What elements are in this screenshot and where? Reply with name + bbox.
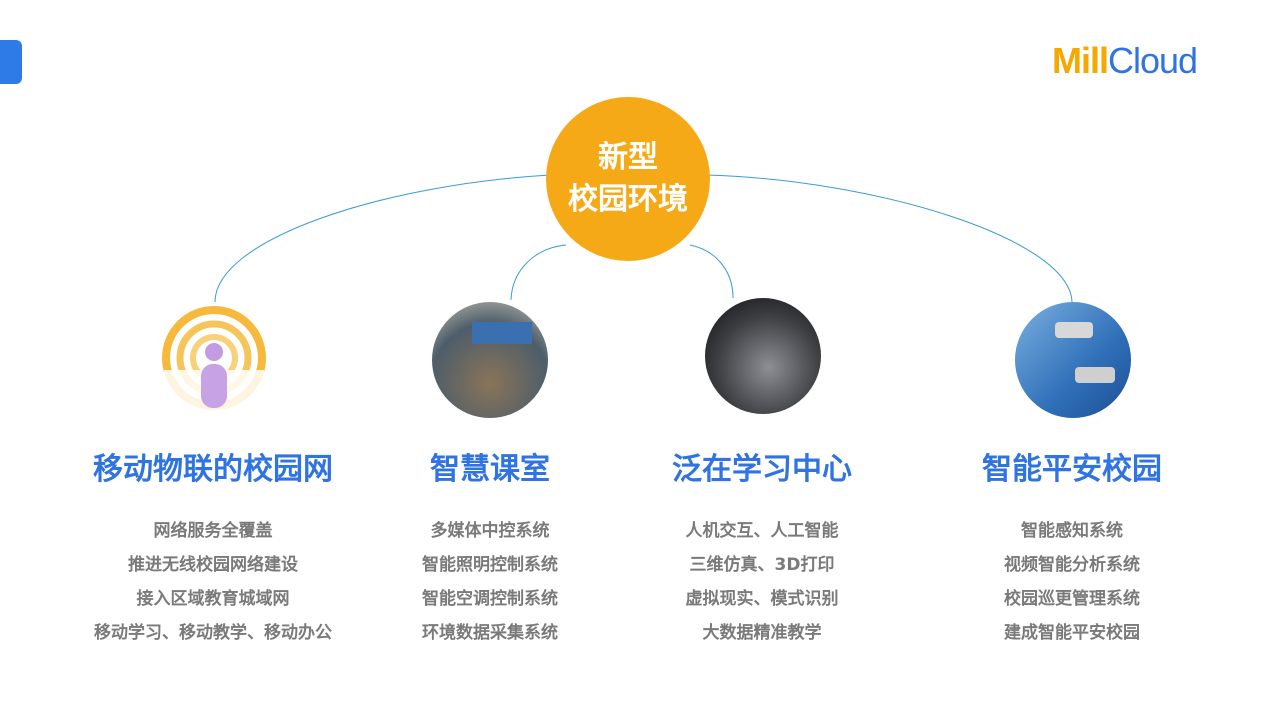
learning-center-photo bbox=[705, 298, 821, 414]
hub-circle: 新型 校园环境 bbox=[546, 97, 710, 261]
side-tab bbox=[0, 40, 22, 84]
column-learning-center: 泛在学习中心 人机交互、人工智能三维仿真、3D打印虚拟现实、模式识别大数据精准教… bbox=[672, 452, 852, 643]
wifi-person-icon bbox=[156, 300, 272, 416]
millcloud-logo: MillCloud bbox=[1052, 40, 1198, 81]
column-campus-network: 移动物联的校园网 网络服务全覆盖推进无线校园网络建设接入区域教育城域网移动学习、… bbox=[93, 452, 333, 643]
column-safe-campus: 智能平安校园 智能感知系统视频智能分析系统校园巡更管理系统建成智能平安校园 bbox=[982, 452, 1162, 643]
classroom-photo bbox=[432, 302, 548, 418]
column-smart-classroom: 智慧课室 多媒体中控系统智能照明控制系统智能空调控制系统环境数据采集系统 bbox=[422, 452, 558, 643]
security-camera-photo bbox=[1015, 302, 1131, 418]
